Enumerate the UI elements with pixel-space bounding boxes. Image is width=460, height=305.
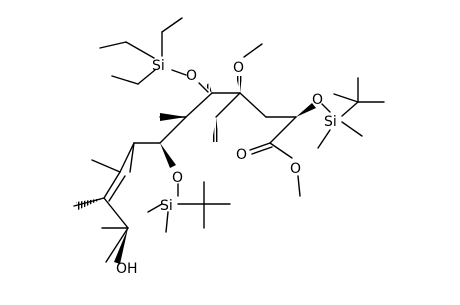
atom-o-ester: O <box>290 161 301 177</box>
hydroxyl-group: OH <box>116 261 138 277</box>
triethylsilyl-group: Si O <box>99 17 209 93</box>
methyl-ester-group: O O <box>236 142 301 197</box>
methoxy-group: O <box>233 43 263 76</box>
atom-o-carbonyl: O <box>236 147 247 163</box>
tbs-group-bottom: O Si <box>147 170 231 233</box>
atom-o-methoxy: O <box>233 60 244 76</box>
atom-o-top: O <box>186 68 197 84</box>
atom-o-right: O <box>312 92 323 108</box>
atom-si-top: Si <box>152 58 165 74</box>
atom-oh: OH <box>116 261 138 277</box>
atom-o-left: O <box>172 170 183 186</box>
stereo-bonds <box>76 76 316 264</box>
atom-si-bottom: Si <box>160 198 173 214</box>
carbon-backbone <box>73 92 297 263</box>
tbs-group-right: O Si <box>312 77 385 149</box>
atom-si-right: Si <box>324 114 337 130</box>
